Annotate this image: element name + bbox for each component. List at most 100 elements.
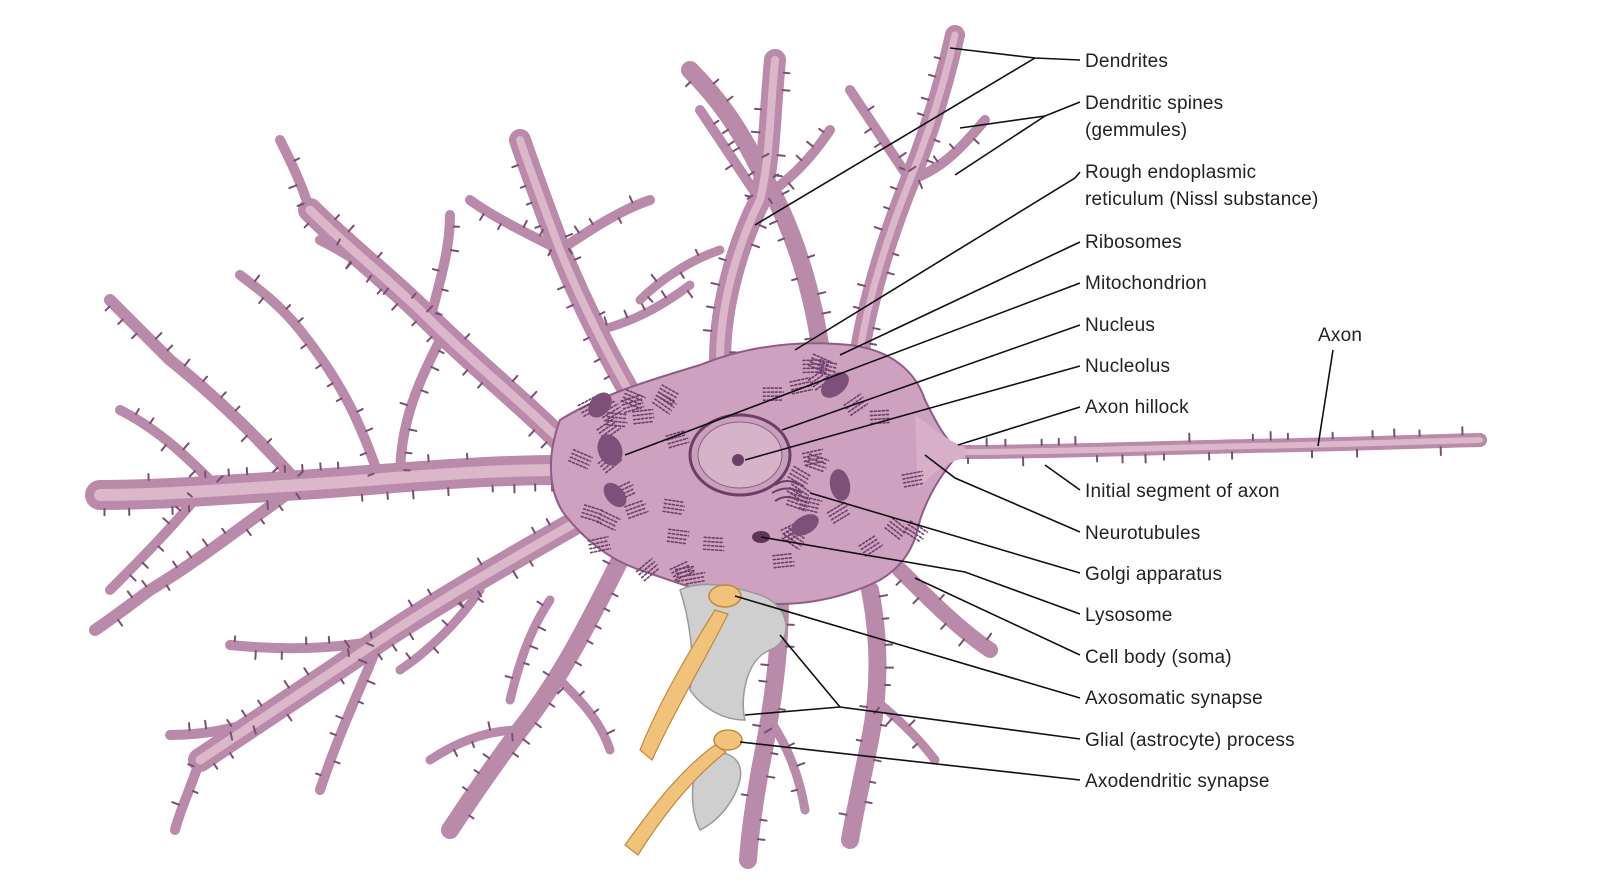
dendritic-spine xyxy=(593,708,600,714)
dendritic-spine xyxy=(365,274,373,283)
dendritic-spine xyxy=(759,818,768,822)
dendritic-spine xyxy=(519,184,527,189)
dendritic-spine xyxy=(171,801,181,806)
dendritic-spine xyxy=(869,342,878,346)
leader-nucleus xyxy=(781,324,1081,431)
dendritic-spine xyxy=(566,303,575,309)
dendritic-spine xyxy=(927,73,937,78)
dendritic-spine xyxy=(694,248,700,257)
dendritic-spine xyxy=(411,320,417,327)
dendritic-spine xyxy=(220,391,227,399)
nissl-body xyxy=(674,565,699,583)
dendritic-spine xyxy=(907,165,917,173)
dendritic-spine xyxy=(838,812,848,816)
dendritic-spine xyxy=(376,251,383,259)
label-neurotubules: Neurotubules xyxy=(1085,523,1200,544)
dendritic-spine xyxy=(611,592,619,598)
dendritic-spine xyxy=(740,793,749,797)
nissl-body xyxy=(772,552,795,569)
label-rough-er-sub: reticulum (Nissl substance) xyxy=(1085,189,1318,210)
dendritic-spine xyxy=(365,642,375,647)
dendritic-spine xyxy=(873,226,884,231)
dendritic-spine xyxy=(477,597,484,603)
leader-axon xyxy=(1317,349,1334,447)
dendritic-spine xyxy=(958,638,966,647)
dendritic-spine xyxy=(285,304,292,310)
dendritic-spine xyxy=(932,155,939,163)
dendritic-spine xyxy=(772,173,780,179)
dendritic-spine xyxy=(534,722,542,729)
dendritic-spine xyxy=(191,790,199,794)
dendritic-spine xyxy=(767,197,773,204)
nissl-body xyxy=(802,359,825,374)
dendritic-spine xyxy=(725,164,733,171)
dendritic-spine xyxy=(477,590,483,598)
leader-rough-er xyxy=(794,171,1081,351)
dendritic-spine xyxy=(234,405,241,412)
dendritic-spine xyxy=(859,705,869,708)
dendritic-spine xyxy=(266,500,269,510)
dendritic-spine xyxy=(434,312,443,316)
dendritic-spine xyxy=(154,332,163,340)
dendritic-spine xyxy=(141,561,149,569)
dendritic-spine xyxy=(761,152,770,159)
dendritic-spine xyxy=(628,195,634,204)
dendritic-spine xyxy=(855,738,863,742)
dendritic-spine xyxy=(712,119,720,125)
dendritic-spine xyxy=(806,254,816,259)
dendritic-spine xyxy=(188,469,197,478)
dendritic-spine xyxy=(359,451,368,457)
dendritic-spine xyxy=(806,140,815,148)
dendritic-spine xyxy=(781,89,791,92)
label-nucleolus: Nucleolus xyxy=(1085,356,1170,377)
nissl-body xyxy=(858,534,884,557)
dendritic-spine xyxy=(768,219,779,226)
leader-glial xyxy=(779,634,1081,740)
dendritic-spine xyxy=(523,662,530,666)
dendritic-spine xyxy=(357,700,365,705)
dendritic-spine xyxy=(586,639,594,645)
dendritic-spine xyxy=(131,332,138,340)
label-dendritic-spines: Dendritic spines xyxy=(1085,93,1223,114)
dendritic-spine xyxy=(188,722,191,732)
dendritic-spine xyxy=(245,528,252,537)
dendritic-spine xyxy=(726,95,734,102)
dendritic-spine xyxy=(347,648,350,658)
dendritic-spine xyxy=(933,56,942,60)
nissl-body xyxy=(798,495,823,514)
golgi-apparatus xyxy=(771,480,803,502)
dendritic-spine xyxy=(511,164,520,169)
dendritic-spine xyxy=(278,504,284,512)
dendritic-spine xyxy=(345,260,352,270)
dendritic-spine xyxy=(369,631,373,639)
dendritic-spine xyxy=(603,607,611,613)
dendritic-spine xyxy=(750,130,761,134)
dendritic-spine xyxy=(747,171,755,177)
dendritic-spine xyxy=(166,344,174,352)
dendritic-spine xyxy=(461,786,469,792)
dendritic-spine xyxy=(288,184,298,190)
dendritic-spine xyxy=(868,780,877,784)
dendritic-spine xyxy=(864,127,873,134)
nissl-body xyxy=(587,536,612,554)
dendritic-spine xyxy=(538,228,544,237)
dendritic-spine xyxy=(787,742,795,747)
nissl-body xyxy=(785,491,811,512)
nissl-body xyxy=(665,429,690,449)
dendritic-spine xyxy=(356,408,364,413)
dendritic-spine xyxy=(856,283,866,288)
mitochondrion xyxy=(603,482,627,508)
dendritic-spine xyxy=(117,318,124,325)
dendritic-spine xyxy=(408,428,418,432)
dendritic-spine xyxy=(787,182,795,190)
dendritic-spine xyxy=(702,329,713,332)
dendritic-spine xyxy=(253,274,261,283)
dendritic-spine xyxy=(411,489,415,500)
dendritic-spine xyxy=(567,247,573,255)
dendritic-spine xyxy=(756,838,766,841)
dendritic-spine xyxy=(453,748,459,758)
leader-ribosomes xyxy=(839,241,1081,356)
dendritic-spine xyxy=(376,288,383,295)
leader-initial-segment xyxy=(1044,464,1081,491)
dendritic-spine xyxy=(531,526,537,534)
